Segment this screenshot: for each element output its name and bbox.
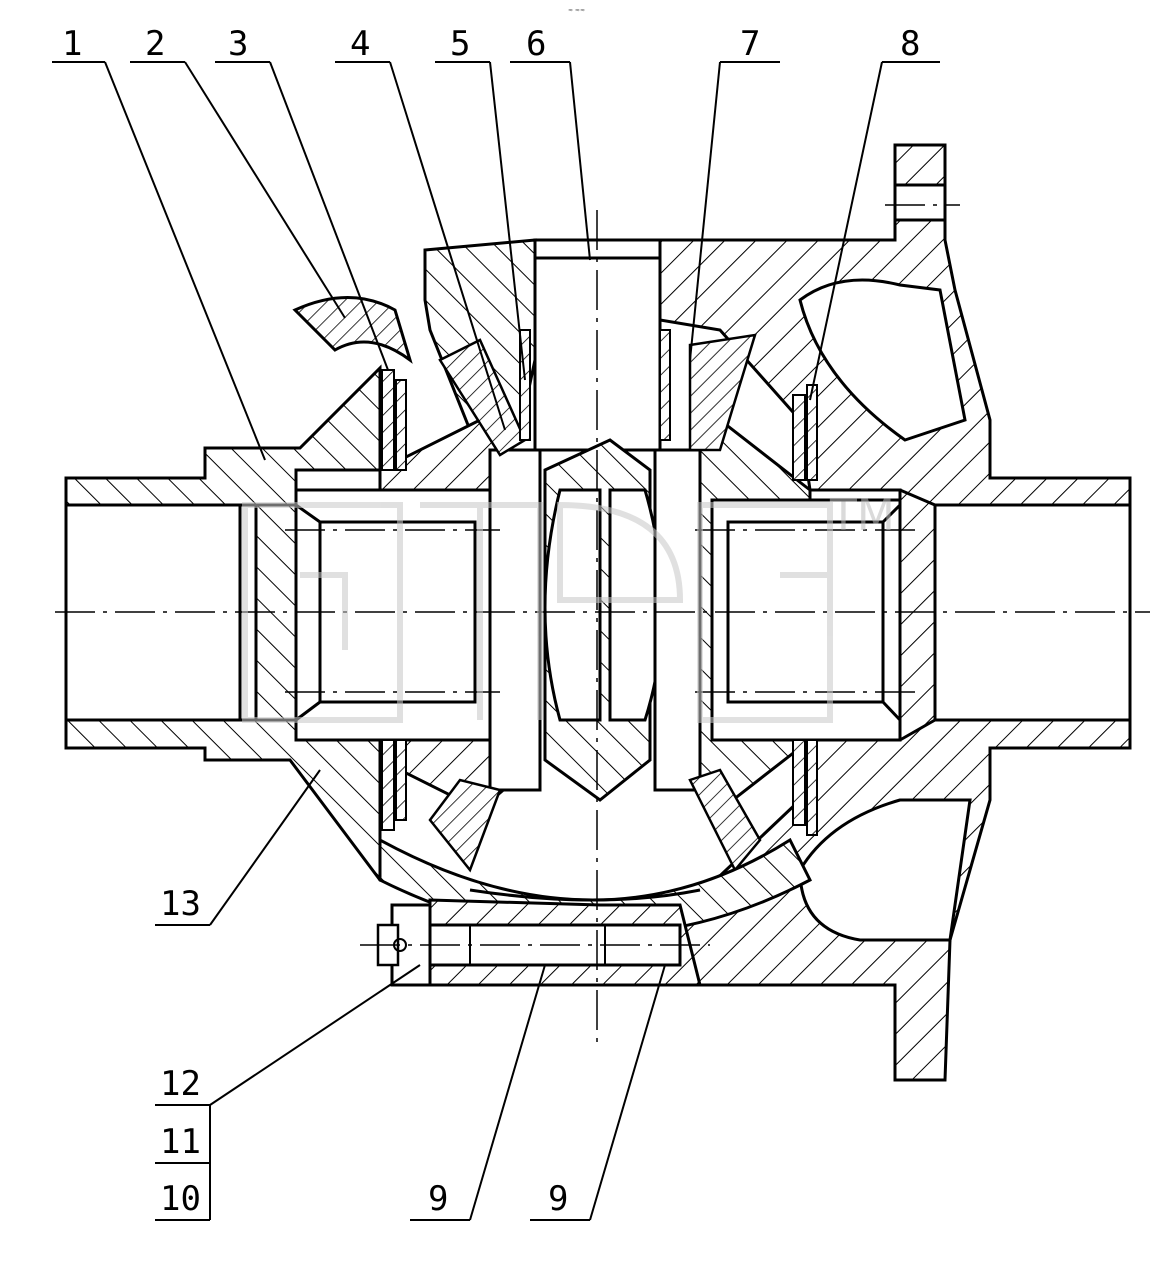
callout-labels: 1 2 3 4 5 6 7 8 13 12 11 10 9 9 <box>62 24 920 1219</box>
callout-1: 1 <box>62 24 82 64</box>
callout-8: 8 <box>900 24 920 64</box>
callout-2: 2 <box>145 24 165 64</box>
right-side-gear <box>688 417 902 812</box>
callout-5: 5 <box>450 24 470 64</box>
thrust-washer-part-2 <box>292 296 413 364</box>
callout-3: 3 <box>228 24 248 64</box>
callout-13: 13 <box>160 884 201 924</box>
callout-11: 11 <box>160 1122 201 1162</box>
cross-shaft-housing <box>423 238 662 452</box>
callout-10: 10 <box>160 1179 201 1219</box>
callout-6: 6 <box>526 24 546 64</box>
watermark-tm: TM <box>829 490 895 541</box>
callout-7: 7 <box>740 24 760 64</box>
callout-leaders <box>52 61 940 1221</box>
spider-center <box>488 438 702 802</box>
callout-9-right: 9 <box>548 1179 568 1219</box>
callout-12: 12 <box>160 1064 201 1104</box>
callout-4: 4 <box>350 24 370 64</box>
center-lines <box>55 204 1150 1045</box>
watermark-logo: TM <box>242 490 895 723</box>
callout-9-left: 9 <box>428 1179 448 1219</box>
friction-plates <box>381 329 818 836</box>
header-mark: ≈ ≈≈ <box>568 7 585 14</box>
